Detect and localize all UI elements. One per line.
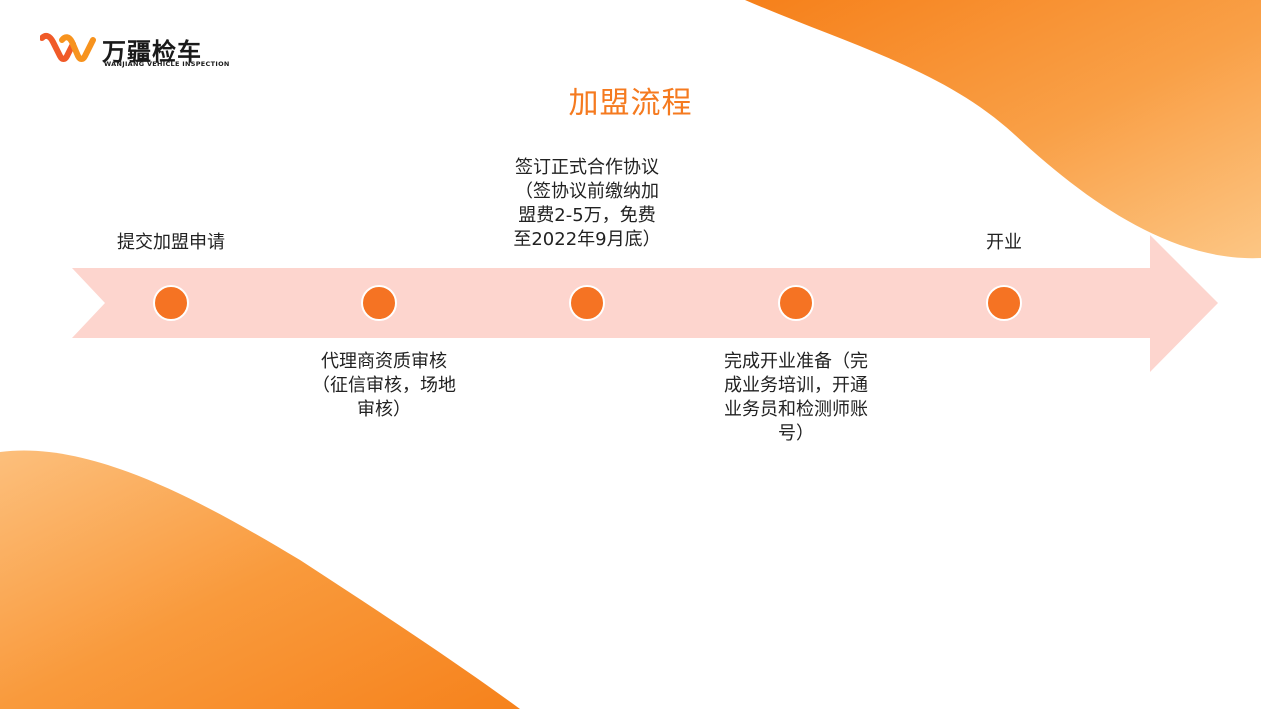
timeline-dot-4: [778, 285, 814, 321]
brand-logo: 万疆检车 WANJIANG VEHICLE INSPECTION: [40, 30, 240, 70]
bottom-left-wave: [0, 450, 520, 709]
timeline-dot-1: [153, 285, 189, 321]
logo-name-cn: 万疆检车: [102, 38, 202, 66]
step-4-label: 完成开业准备（完 成业务培训，开通 业务员和检测师账 号）: [724, 351, 868, 444]
top-right-wave: [745, 0, 1261, 259]
timeline-arrow-shape: [72, 235, 1218, 372]
step-5-label: 开业: [986, 232, 1022, 253]
timeline-dot-3: [569, 285, 605, 321]
page-title: 加盟流程: [568, 86, 693, 121]
timeline-dot-2: [361, 285, 397, 321]
step-1-label: 提交加盟申请: [117, 232, 225, 253]
logo-mark-icon: [40, 32, 96, 62]
step-2-label: 代理商资质审核 （征信审核，场地 审核）: [312, 351, 456, 420]
step-3-label: 签订正式合作协议 （签协议前缴纳加 盟费2-5万，免费 至2022年9月底）: [513, 157, 661, 250]
timeline-dot-5: [986, 285, 1022, 321]
logo-name-en: WANJIANG VEHICLE INSPECTION: [104, 60, 230, 68]
